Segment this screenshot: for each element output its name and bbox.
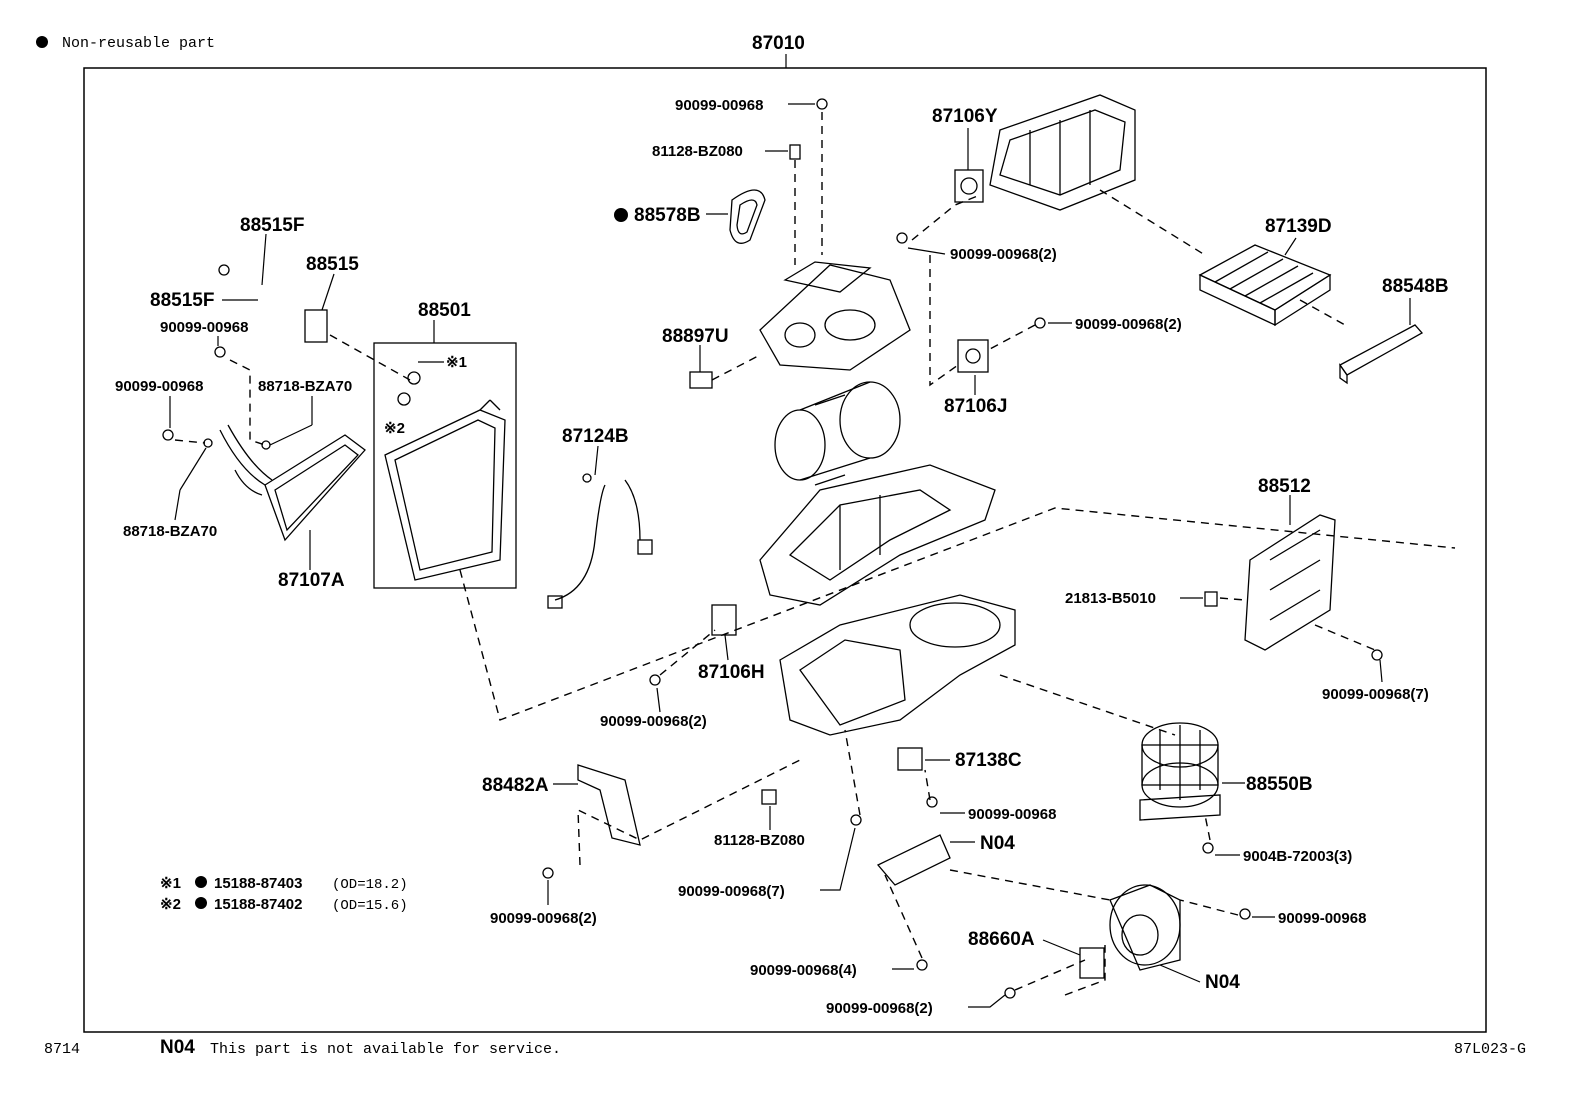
label-90099-2e: 90099-00968(2) xyxy=(826,1000,933,1017)
note-2-spec: (OD=15.6) xyxy=(332,898,408,914)
label-90099-left1: 90099-00968 xyxy=(160,319,248,336)
n04-part-a xyxy=(876,834,951,886)
diagram-frame xyxy=(83,67,1487,1033)
note-2-part: 15188-87402 xyxy=(214,896,302,913)
label-87107A: 87107A xyxy=(278,570,345,591)
label-9004B: 9004B-72003(3) xyxy=(1243,848,1352,865)
mark-2: ※2 xyxy=(384,420,405,437)
blower-housing-n04 xyxy=(1109,884,1181,971)
label-90099-2d: 90099-00968(2) xyxy=(490,910,597,927)
footer-n04-code: N04 xyxy=(160,1037,195,1058)
label-21813: 21813-B5010 xyxy=(1065,590,1156,607)
note-2-mark: ※2 xyxy=(160,896,181,913)
label-87139D: 87139D xyxy=(1265,216,1332,237)
lower-case xyxy=(779,594,1016,736)
resistor-88660A xyxy=(1079,947,1105,979)
label-90099-4: 90099-00968(4) xyxy=(750,962,857,979)
label-88482A: 88482A xyxy=(482,775,549,796)
middle-case xyxy=(759,464,996,606)
label-87106H: 87106H xyxy=(698,662,765,683)
label-88718-b: 88718-BZA70 xyxy=(123,523,217,540)
damper-87106J xyxy=(957,339,989,373)
damper-87106H xyxy=(711,604,737,636)
screw-icons xyxy=(162,98,1383,999)
label-87124B: 87124B xyxy=(562,426,629,447)
note-1-part: 15188-87403 xyxy=(214,875,302,892)
label-90099-mid: 90099-00968 xyxy=(968,806,1056,823)
label-88512: 88512 xyxy=(1258,476,1311,497)
upper-case-87106Y xyxy=(954,94,1136,211)
label-90099-2c: 90099-00968(2) xyxy=(600,713,707,730)
label-90099-2a: 90099-00968(2) xyxy=(950,246,1057,263)
evaporator-88501 xyxy=(373,342,517,589)
damper-87138C xyxy=(897,747,923,771)
label-81128-top: 81128-BZ080 xyxy=(652,143,743,160)
label-88515F-a: 88515F xyxy=(240,215,304,236)
label-90099-2b: 90099-00968(2) xyxy=(1075,316,1182,333)
blower-motor-88550B xyxy=(1139,722,1221,821)
cover-88548B xyxy=(1339,324,1424,385)
label-90099-right: 90099-00968 xyxy=(1278,910,1366,927)
note-1-mark: ※1 xyxy=(160,875,181,892)
label-87138C: 87138C xyxy=(955,750,1022,771)
label-90099-top: 90099-00968 xyxy=(675,97,763,114)
label-88515: 88515 xyxy=(306,254,359,275)
harness-87124B xyxy=(547,479,653,609)
label-N04-a: N04 xyxy=(980,833,1015,854)
note-1-bullet-icon xyxy=(195,876,207,888)
part-88897U xyxy=(689,371,713,389)
label-88515F-b: 88515F xyxy=(150,290,214,311)
label-88578B: 88578B xyxy=(634,205,701,226)
label-88550B: 88550B xyxy=(1246,774,1313,795)
label-88660A: 88660A xyxy=(968,929,1035,950)
figure-number: 8714 xyxy=(44,1041,80,1058)
fan-drum xyxy=(774,381,901,486)
label-90099-left2: 90099-00968 xyxy=(115,378,203,395)
clip-81128-top xyxy=(789,144,801,160)
footer-n04-text: This part is not available for service. xyxy=(210,1041,561,1058)
label-N04-b: N04 xyxy=(1205,972,1240,993)
bracket-88512 xyxy=(1244,514,1336,651)
part-21813 xyxy=(1204,591,1218,607)
filter-87139D xyxy=(1198,244,1332,327)
seal-notes: ※1 15188-87403 (OD=18.2) ※2 15188-87402 … xyxy=(160,875,408,914)
thermistor-88515 xyxy=(304,309,328,343)
label-90099-7a: 90099-00968(7) xyxy=(1322,686,1429,703)
legend-text: Non-reusable part xyxy=(62,35,215,52)
label-87106J: 87106J xyxy=(944,396,1007,417)
label-90099-7b: 90099-00968(7) xyxy=(678,883,785,900)
diagram-code: 87L023-G xyxy=(1454,1041,1526,1058)
heater-core-87107A xyxy=(219,424,366,542)
label-87106Y: 87106Y xyxy=(932,106,998,127)
note-1-spec: (OD=18.2) xyxy=(332,877,408,893)
non-reusable-bullet-icon xyxy=(36,36,48,48)
note-2-bullet-icon xyxy=(195,897,207,909)
label-88897U: 88897U xyxy=(662,326,729,347)
label-88718-a: 88718-BZA70 xyxy=(258,378,352,395)
dashed-lines xyxy=(174,112,1456,996)
assembly-number: 87010 xyxy=(752,33,805,54)
gasket-88578B xyxy=(729,189,766,244)
label-88501: 88501 xyxy=(418,300,471,321)
non-reusable-icon-88578B xyxy=(614,208,628,222)
label-81128-bottom: 81128-BZ080 xyxy=(714,832,805,849)
duct-88482A xyxy=(577,764,641,846)
leader-lines xyxy=(169,103,1411,1008)
label-88548B: 88548B xyxy=(1382,276,1449,297)
blower-upper-case xyxy=(759,261,911,371)
clip-81128-bottom xyxy=(761,789,777,805)
mark-1: ※1 xyxy=(446,354,467,371)
